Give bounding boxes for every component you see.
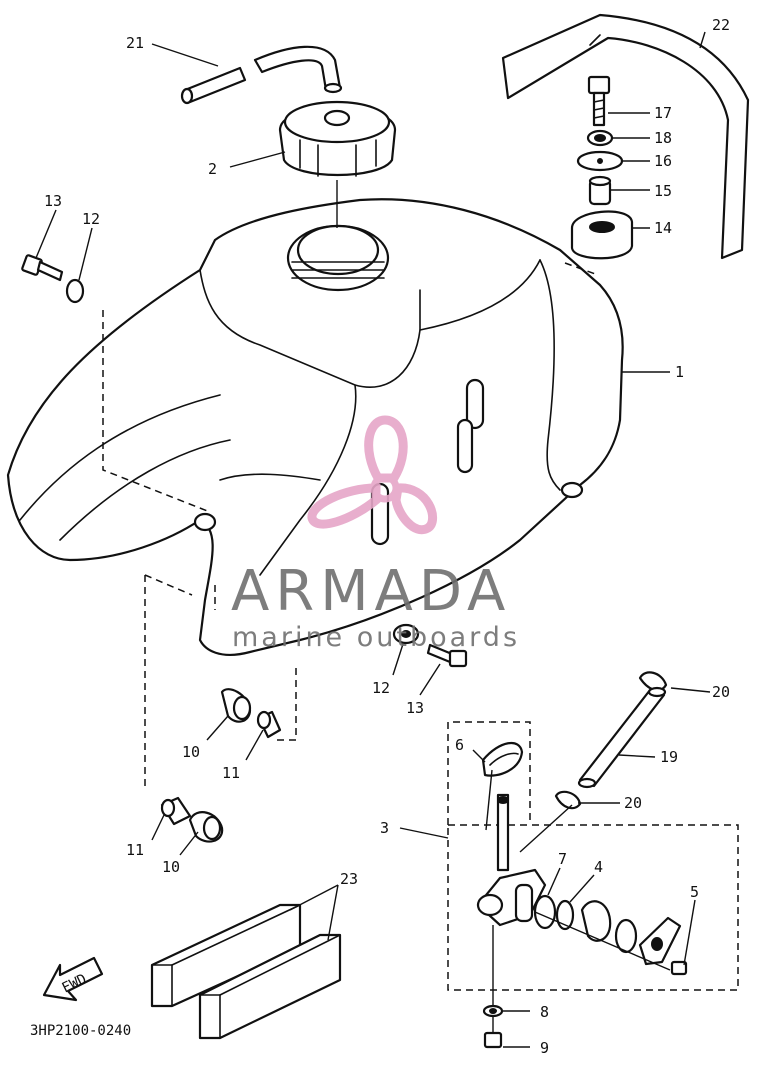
callout-19: 19	[660, 748, 678, 766]
damper-collar-lower	[144, 574, 224, 843]
drain-washer-screw	[482, 925, 504, 1049]
callout-20-lower: 20	[624, 794, 642, 812]
left-bolt-washer	[21, 254, 211, 513]
callout-4: 4	[594, 858, 603, 876]
callout-20-upper: 20	[712, 683, 730, 701]
callout-22: 22	[712, 16, 730, 34]
callout-2: 2	[208, 160, 217, 178]
right-washer-bolt	[392, 623, 468, 668]
armada-watermark: ARMADA marine outboards	[231, 415, 520, 653]
callout-21: 21	[126, 34, 144, 52]
callout-numbers: 21 22 2 13 12 17 18 16 15 14 1 12 13 10 …	[44, 16, 730, 1057]
callout-1: 1	[675, 363, 684, 381]
callout-9: 9	[540, 1039, 549, 1057]
callout-10-lower: 10	[162, 858, 180, 876]
callout-18: 18	[654, 129, 672, 147]
callout-7: 7	[558, 850, 567, 868]
fuel-cock-assembly	[447, 721, 739, 991]
callout-17: 17	[654, 104, 672, 122]
callout-14: 14	[654, 219, 672, 237]
callout-12-left: 12	[82, 210, 100, 228]
callout-23: 23	[340, 870, 358, 888]
fuel-filter	[481, 742, 524, 831]
callout-12-right: 12	[372, 679, 390, 697]
callout-10-upper: 10	[182, 743, 200, 761]
callout-11-lower: 11	[126, 841, 144, 859]
fuel-tank	[6, 198, 624, 657]
callout-16: 16	[654, 152, 672, 170]
callout-3: 3	[380, 819, 389, 837]
callout-5: 5	[690, 883, 699, 901]
watermark-tagline: marine outboards	[232, 622, 520, 653]
callout-13-right: 13	[406, 699, 424, 717]
callout-13-left: 13	[44, 192, 62, 210]
callout-8: 8	[540, 1003, 549, 1021]
diagram-code: 3HP2100-0240	[30, 1023, 131, 1039]
propeller-blade-top	[364, 415, 408, 483]
propeller-blade-left	[307, 483, 381, 529]
breather-hose	[180, 45, 343, 105]
propeller-blade-right	[391, 483, 438, 535]
fuel-cap	[278, 100, 397, 228]
callout-15: 15	[654, 182, 672, 200]
fuel-hose-clips	[519, 671, 668, 853]
callout-11-upper: 11	[222, 764, 240, 782]
callout-6: 6	[455, 736, 464, 754]
leader-lines	[35, 31, 711, 1048]
damper-collar-upper	[220, 668, 297, 741]
bolt-stack	[564, 75, 634, 276]
foam-pads	[150, 903, 342, 1040]
propeller-hub	[370, 473, 400, 503]
tank-strap	[501, 13, 750, 260]
fwd-arrow: FWD	[42, 956, 104, 1002]
propeller-logo	[307, 415, 438, 535]
watermark-brand: ARMADA	[231, 559, 511, 624]
